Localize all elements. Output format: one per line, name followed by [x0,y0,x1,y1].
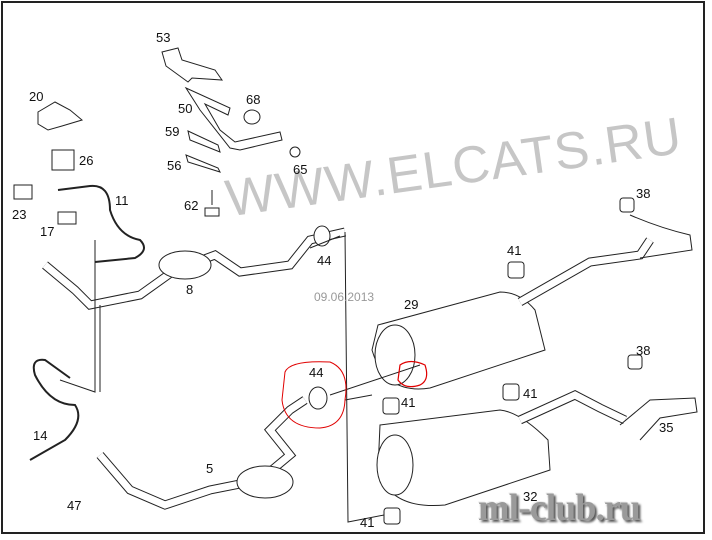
part-label[interactable]: 11 [115,193,129,208]
clip-23 [13,184,33,200]
highlight-circle-clamp [281,361,347,429]
ml-club-watermark: ml-club.ru [478,487,641,529]
part-label[interactable]: 50 [178,101,193,116]
bolt-62 [204,190,220,217]
mount-38 [619,197,635,213]
part-label[interactable]: 44 [309,365,324,380]
tailpipe-35 [619,397,698,441]
mount-41 [507,261,525,279]
part-label[interactable]: 41 [401,395,416,410]
part-label[interactable]: 38 [636,343,651,358]
part-label[interactable]: 32 [523,489,538,504]
part-label[interactable]: 68 [246,92,261,107]
part-label[interactable]: 41 [507,243,522,258]
connector-26 [51,149,75,171]
sensor-11 [57,184,145,263]
highlight-circle-flange [397,360,428,388]
clip-65 [289,146,301,158]
sensor-14 [29,358,80,461]
part-label[interactable]: 35 [659,420,674,435]
bushing-68 [243,109,261,125]
part-label[interactable]: 17 [40,224,55,239]
part-label[interactable]: 59 [165,124,180,139]
part-label[interactable]: 65 [293,162,308,177]
clip-17 [57,211,77,225]
part-label[interactable]: 41 [523,386,538,401]
part-label[interactable]: 44 [317,253,332,268]
part-label[interactable]: 20 [29,89,44,104]
part-label[interactable]: 26 [79,153,94,168]
part-label[interactable]: 8 [186,282,194,297]
part-label[interactable]: 53 [156,30,171,45]
part-label[interactable]: 62 [184,198,199,213]
part-label[interactable]: 29 [404,297,419,312]
part-label[interactable]: 47 [67,498,82,513]
part-label[interactable]: 23 [12,207,27,222]
diagram-frame [1,1,705,534]
plate-56 [185,154,221,173]
part-label[interactable]: 38 [636,186,651,201]
clamp-44-top [313,225,331,247]
tailpipe-right-top [629,214,693,259]
part-label[interactable]: 56 [167,158,182,173]
bracket-20 [37,101,84,131]
bracket-53 [161,47,224,83]
part-label[interactable]: 14 [33,428,48,443]
catalytic-converter-8 [158,250,212,280]
part-label[interactable]: 5 [206,461,214,476]
bracket-50 [184,86,283,151]
part-label[interactable]: 41 [360,515,375,530]
clamp-44-bottom [308,386,328,410]
catalytic-converter-5 [236,465,294,499]
date-stamp: 09.06.2013 [314,290,375,304]
plate-59 [187,130,221,153]
